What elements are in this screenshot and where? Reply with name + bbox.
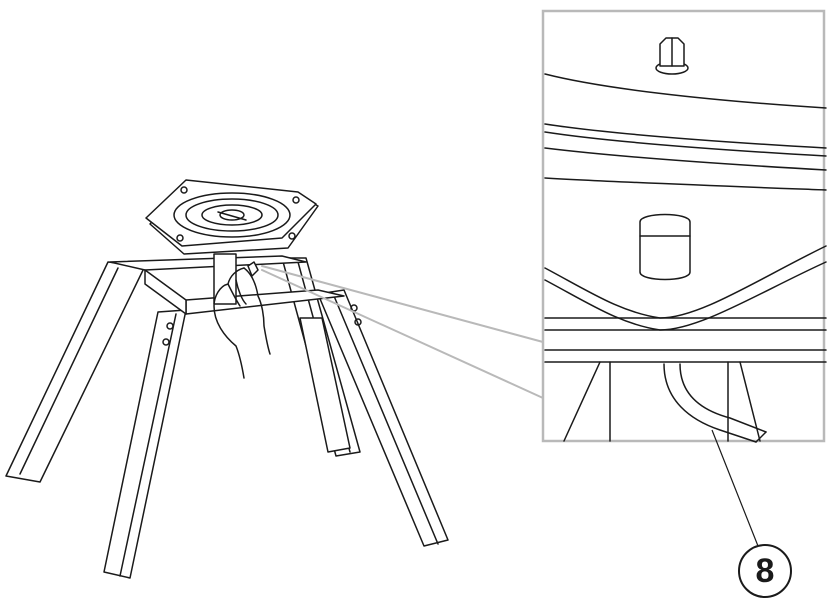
leg-back-left	[5, 261, 146, 483]
callout-leader-line	[711, 429, 759, 547]
hand-illustration	[213, 261, 271, 379]
detail-inset	[541, 9, 827, 443]
bolt-detail	[655, 37, 689, 75]
detail-leader-lines	[261, 265, 544, 399]
slot-detail	[639, 213, 691, 281]
swivel-plate	[145, 179, 319, 255]
chair-leg-base	[5, 253, 449, 579]
rail-left	[144, 269, 187, 315]
part-number-callout: 8	[738, 544, 792, 598]
rail-back	[109, 255, 307, 271]
leg-front-left	[103, 309, 187, 579]
leg-front-right	[317, 289, 449, 547]
allen-key-detail	[663, 363, 767, 443]
